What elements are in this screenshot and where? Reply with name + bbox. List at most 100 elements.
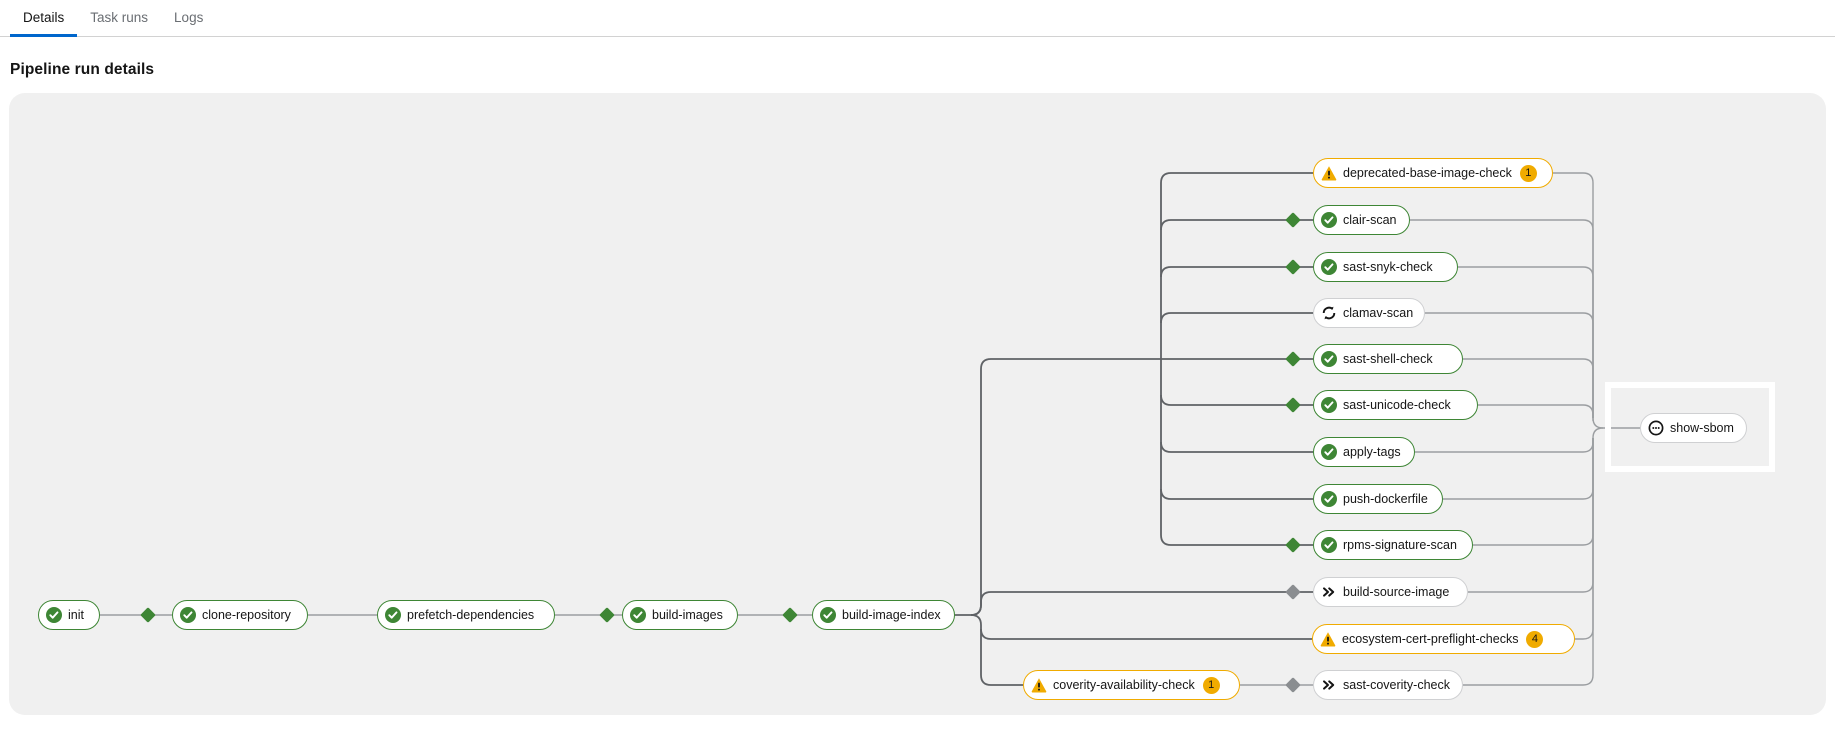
when-expression-diamond xyxy=(1285,537,1301,553)
edge xyxy=(1160,394,1313,406)
task-node-label: build-image-index xyxy=(842,608,941,622)
task-node-label: coverity-availability-check xyxy=(1053,678,1195,692)
when-expression-diamond xyxy=(1285,259,1301,275)
pending-ellipsis-icon xyxy=(1648,420,1664,436)
edge xyxy=(1160,488,1313,500)
tab-task-runs[interactable]: Task runs xyxy=(90,10,149,25)
task-node-sast-snyk-check[interactable]: sast-snyk-check xyxy=(1313,252,1458,282)
success-check-icon xyxy=(1321,397,1337,413)
edge xyxy=(1415,427,1604,453)
task-node-label: sast-snyk-check xyxy=(1343,260,1433,274)
edge xyxy=(1160,312,1313,324)
task-node-sast-shell-check[interactable]: sast-shell-check xyxy=(1313,344,1463,374)
task-node-build-images[interactable]: build-images xyxy=(622,600,738,630)
task-node-push-dockerfile[interactable]: push-dockerfile xyxy=(1313,484,1443,514)
edge xyxy=(1463,358,1594,418)
task-node-apply-tags[interactable]: apply-tags xyxy=(1313,437,1415,467)
edge xyxy=(1458,266,1594,418)
warning-triangle-icon xyxy=(1031,678,1047,693)
skipped-chevrons-icon xyxy=(1323,587,1335,597)
task-node-label: build-source-image xyxy=(1343,585,1450,599)
success-check-icon xyxy=(1321,212,1337,228)
when-expression-diamond xyxy=(1285,397,1301,413)
task-node-init[interactable]: init xyxy=(38,600,100,630)
edge xyxy=(1410,219,1594,418)
pipeline-graph-canvas[interactable]: init clone-repository prefetch-dependencie… xyxy=(9,93,1826,715)
task-node-label: rpms-signature-scan xyxy=(1343,538,1457,552)
task-node-clone-repository[interactable]: clone-repository xyxy=(172,600,308,630)
task-node-clair-scan[interactable]: clair-scan xyxy=(1313,205,1410,235)
edge xyxy=(970,591,1313,616)
edge xyxy=(955,358,1313,616)
when-expression-diamond xyxy=(1285,212,1301,228)
success-check-icon xyxy=(1321,351,1337,367)
when-expression-diamond xyxy=(140,607,156,623)
success-check-icon xyxy=(180,607,196,623)
task-node-build-image-index[interactable]: build-image-index xyxy=(812,600,955,630)
page-title: Pipeline run details xyxy=(10,61,155,78)
edge xyxy=(980,629,1023,686)
task-node-label: sast-unicode-check xyxy=(1343,398,1451,412)
success-check-icon xyxy=(820,607,836,623)
success-check-icon xyxy=(46,607,62,623)
when-expression-diamond xyxy=(1285,677,1301,693)
success-check-icon xyxy=(1321,491,1337,507)
task-node-coverity-availability-check[interactable]: coverity-availability-check 1 xyxy=(1023,670,1240,700)
task-node-label: init xyxy=(68,608,84,622)
when-expression-diamond xyxy=(1285,584,1301,600)
edge xyxy=(1160,359,1313,546)
task-node-label: sast-coverity-check xyxy=(1343,678,1450,692)
edge xyxy=(1425,312,1594,418)
warning-count-badge: 1 xyxy=(1202,676,1220,694)
edge xyxy=(1468,438,1594,593)
edge xyxy=(1463,438,1594,686)
when-expression-diamond xyxy=(1285,351,1301,367)
success-check-icon xyxy=(1321,537,1337,553)
warning-triangle-icon xyxy=(1321,166,1337,181)
task-node-label: deprecated-base-image-check xyxy=(1343,166,1512,180)
success-check-icon xyxy=(1321,259,1337,275)
when-expression-diamond xyxy=(599,607,615,623)
edge xyxy=(1160,172,1313,359)
edge xyxy=(1160,441,1313,453)
task-node-show-sbom[interactable]: show-sbom xyxy=(1640,413,1747,443)
success-check-icon xyxy=(385,607,401,623)
tab-bar: Details Task runs Logs xyxy=(0,0,1835,37)
task-node-label: apply-tags xyxy=(1343,445,1401,459)
edges-layer xyxy=(100,172,1640,693)
warning-count-badge: 4 xyxy=(1526,630,1544,648)
task-node-label: clone-repository xyxy=(202,608,291,622)
tab-details[interactable]: Details xyxy=(10,0,78,37)
task-node-sast-unicode-check[interactable]: sast-unicode-check xyxy=(1313,390,1478,420)
edge xyxy=(1478,404,1594,421)
task-node-sast-coverity-check[interactable]: sast-coverity-check xyxy=(1313,670,1463,700)
selected-node-highlight xyxy=(1605,382,1775,472)
task-node-rpms-signature-scan[interactable]: rpms-signature-scan xyxy=(1313,530,1473,560)
task-node-label: sast-shell-check xyxy=(1343,352,1433,366)
task-node-label: build-images xyxy=(652,608,723,622)
task-node-prefetch-dependencies[interactable]: prefetch-dependencies xyxy=(377,600,555,630)
running-sync-icon xyxy=(1322,306,1336,320)
task-node-label: prefetch-dependencies xyxy=(407,608,535,622)
edge xyxy=(970,614,1312,640)
edge xyxy=(1575,438,1594,640)
warning-count-badge: 1 xyxy=(1519,164,1537,182)
task-node-label: clamav-scan xyxy=(1343,306,1414,320)
task-node-label: ecosystem-cert-preflight-checks xyxy=(1342,632,1519,646)
success-check-icon xyxy=(1321,444,1337,460)
edge xyxy=(1160,219,1313,231)
when-expression-diamond xyxy=(782,607,798,623)
edge xyxy=(1473,438,1594,546)
warning-triangle-icon xyxy=(1320,632,1336,647)
task-node-ecosystem-cert-preflight-checks[interactable]: ecosystem-cert-preflight-checks 4 xyxy=(1312,624,1575,654)
task-node-deprecated-base-image-check[interactable]: deprecated-base-image-check 1 xyxy=(1313,158,1553,188)
edge xyxy=(1160,266,1313,278)
task-node-label: push-dockerfile xyxy=(1343,492,1428,506)
success-check-icon xyxy=(630,607,646,623)
task-node-clamav-scan[interactable]: clamav-scan xyxy=(1313,298,1425,328)
tab-logs[interactable]: Logs xyxy=(174,10,204,25)
task-node-label: clair-scan xyxy=(1343,213,1397,227)
skipped-chevrons-icon xyxy=(1323,680,1335,690)
task-node-build-source-image[interactable]: build-source-image xyxy=(1313,577,1468,607)
edge xyxy=(1443,438,1594,500)
